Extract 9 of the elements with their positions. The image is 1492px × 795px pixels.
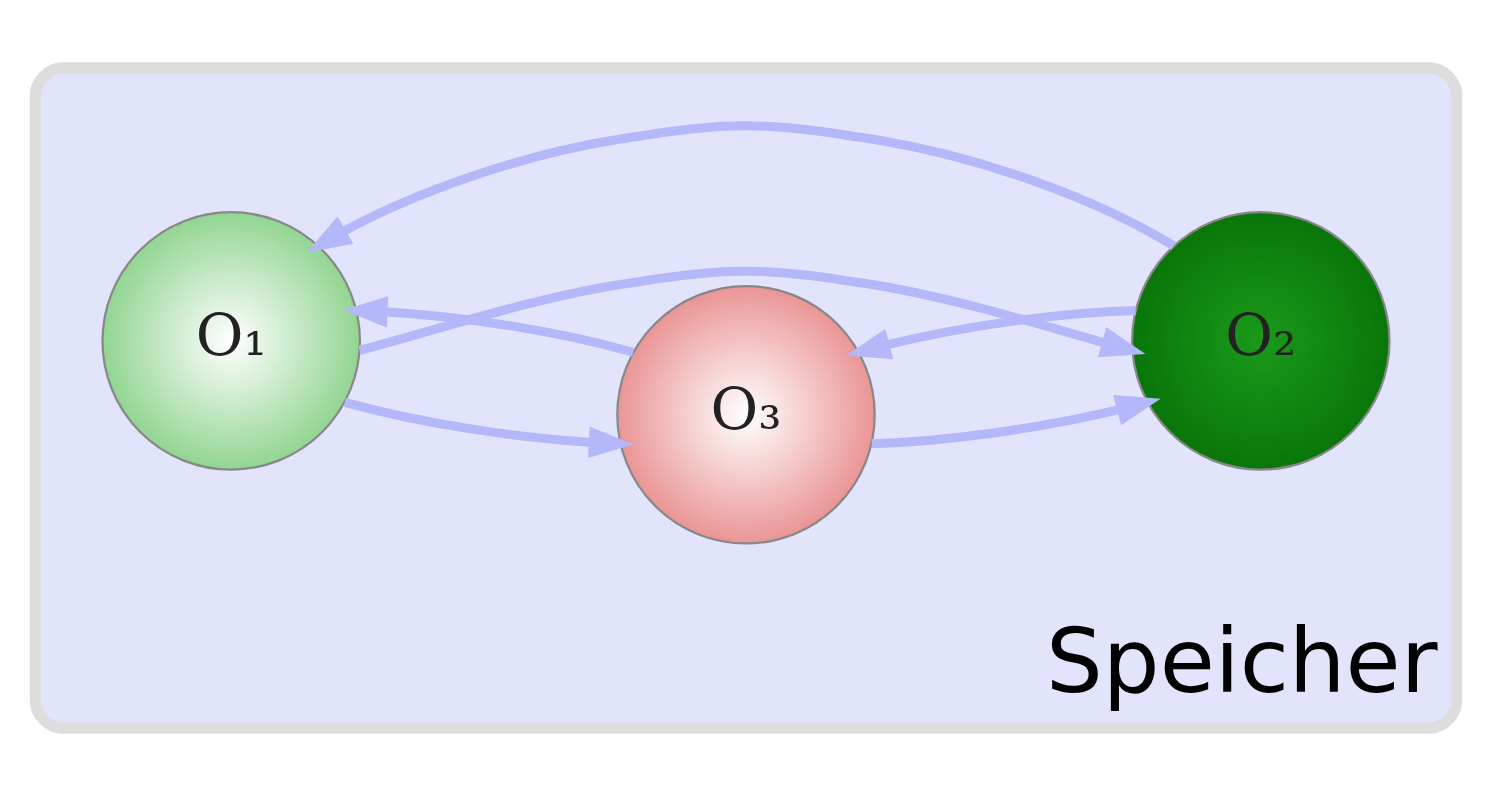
node-circle: O₁ [101,210,361,471]
arrow [358,266,1146,357]
arrow [871,394,1161,448]
node-circle: O₃ [616,284,876,545]
arrow [845,305,1136,359]
node-circle: O₂ [1131,210,1391,471]
arrow [342,295,635,357]
arrow [343,397,634,458]
arrow [306,120,1176,253]
